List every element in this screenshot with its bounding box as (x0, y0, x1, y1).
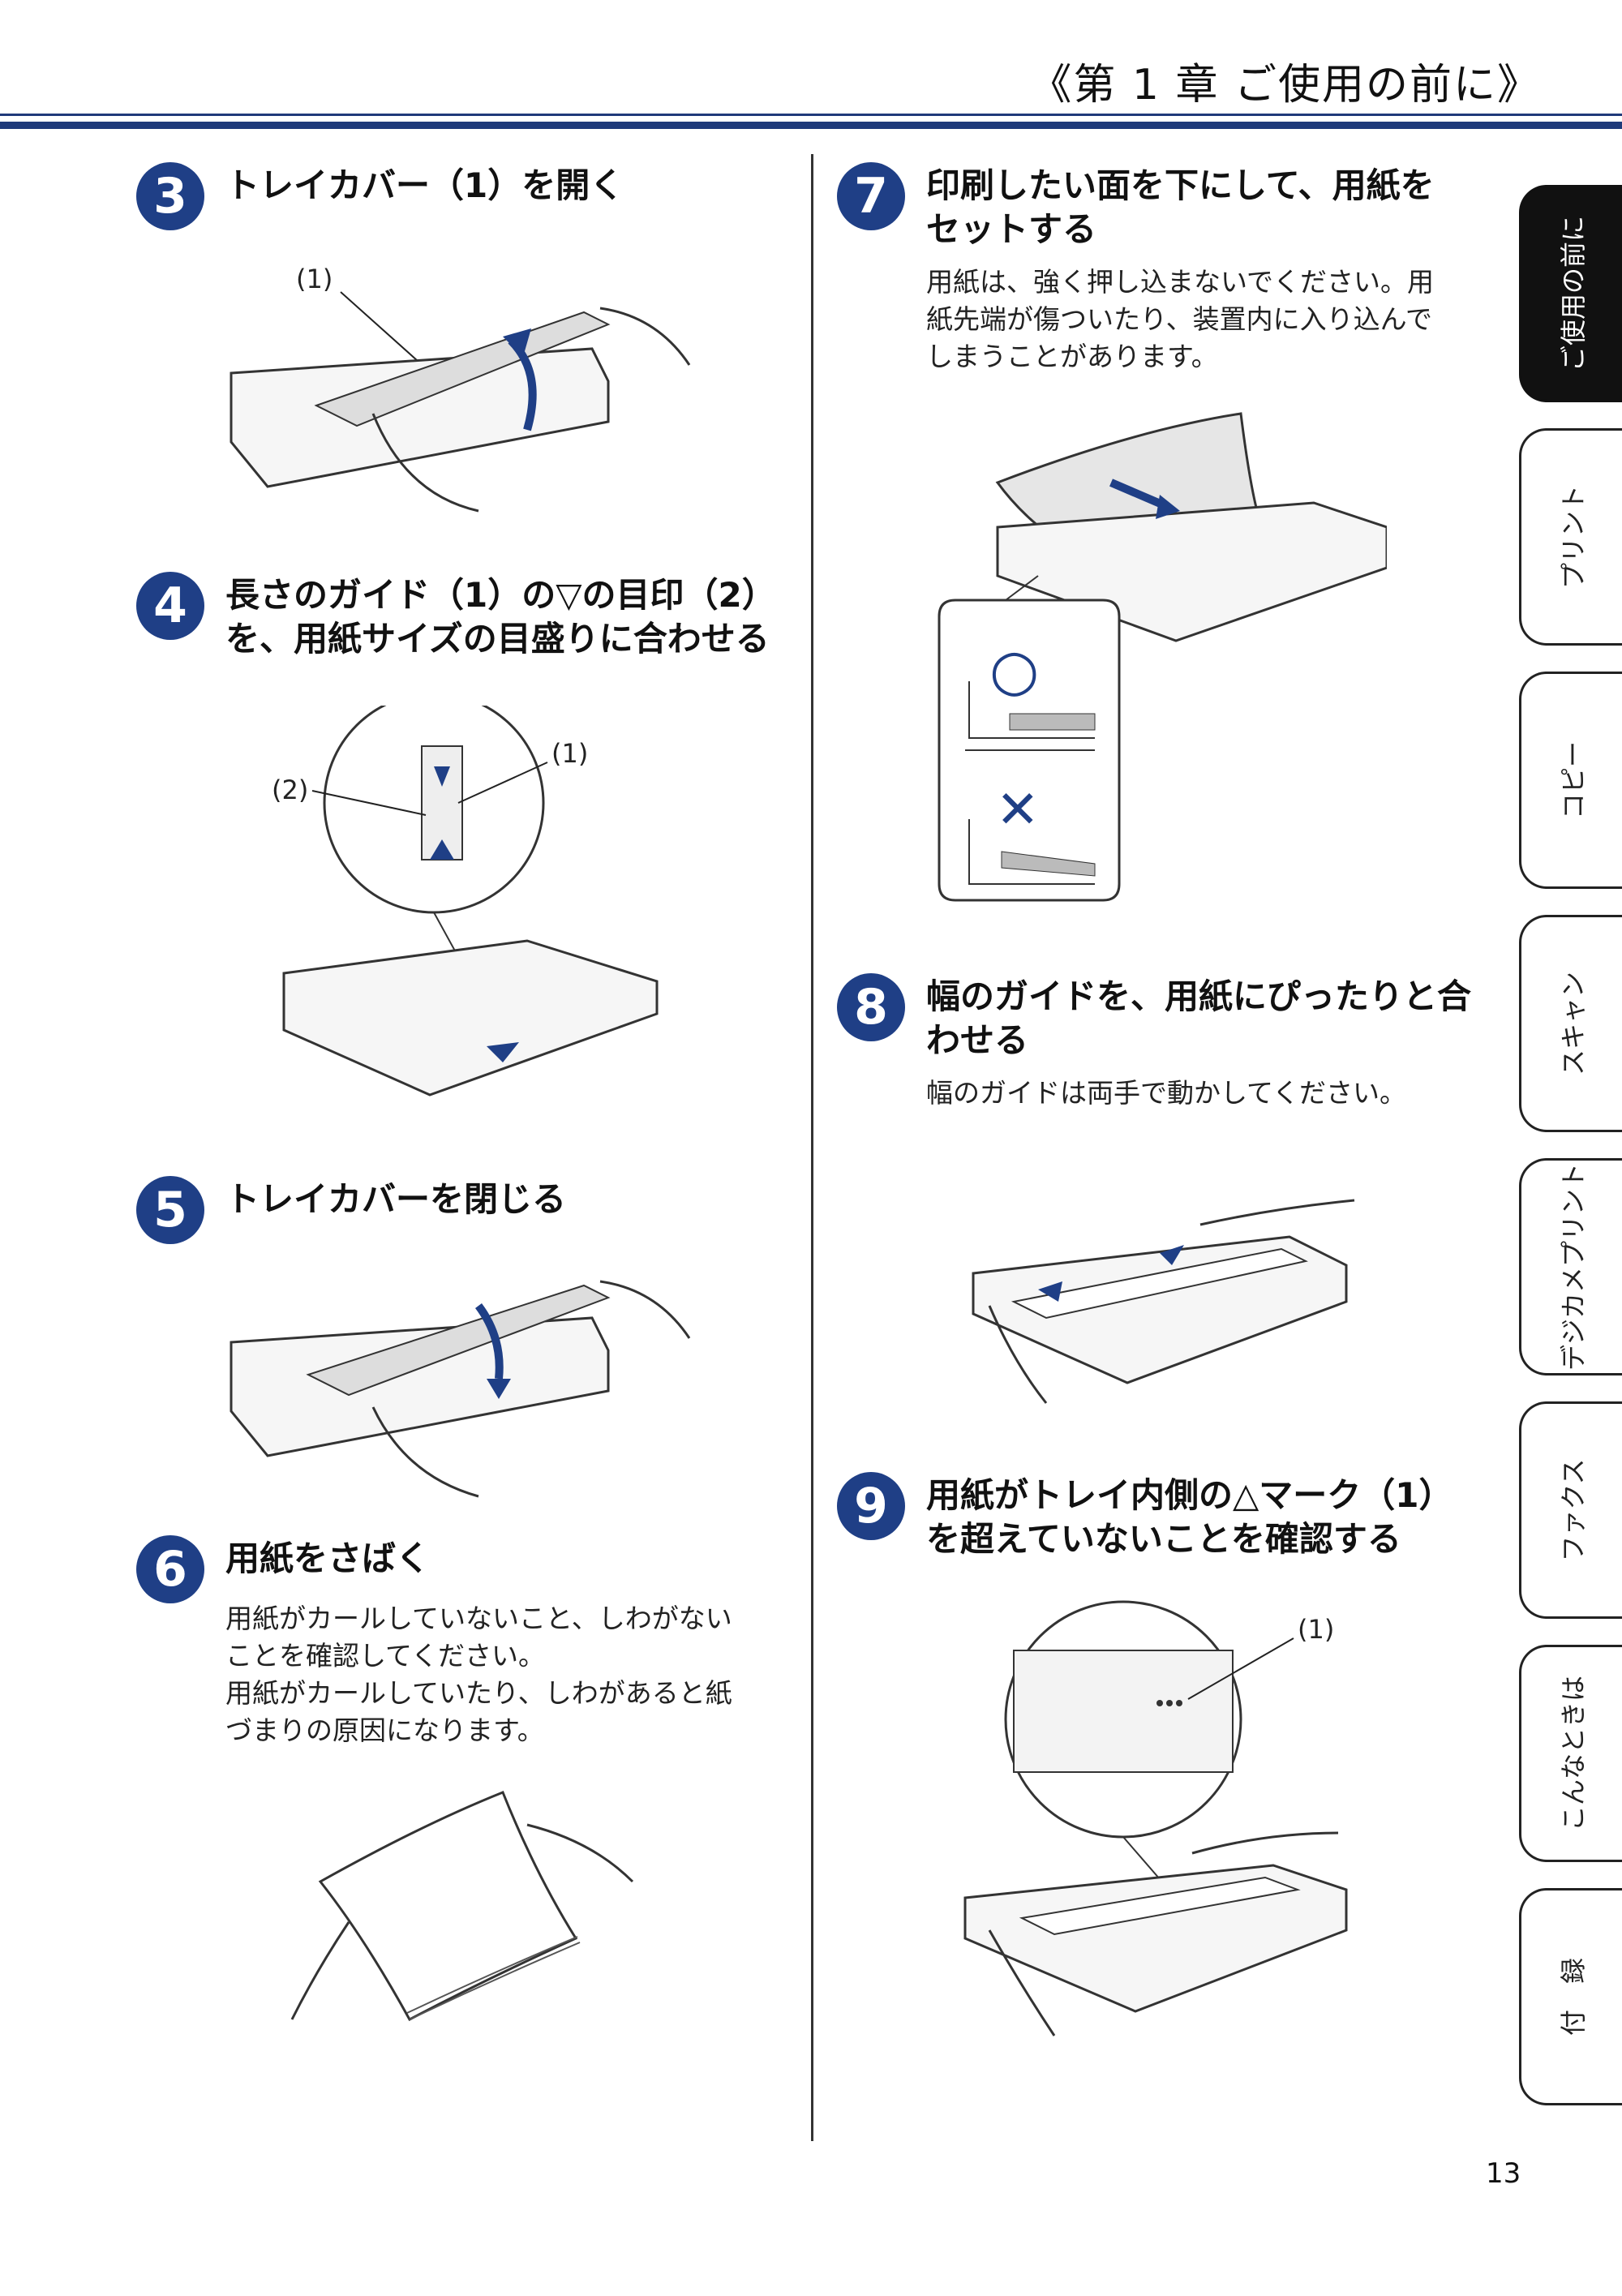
column-divider (811, 154, 813, 2141)
callout-2: (2) (272, 775, 308, 805)
step-number: 4 (136, 572, 204, 640)
step-body-line4: づまりの原因になります。 (225, 1714, 544, 1746)
step-3: 3 トレイカバー（1）を開く (136, 162, 785, 527)
step-body-line3: 用紙がカールしていたり、しわがあると紙 (225, 1677, 732, 1709)
figure-length-guide: (1) (2) (272, 706, 659, 1097)
header-rule-thin (0, 114, 1622, 116)
side-tab-label: 付 録 (1558, 1957, 1589, 2036)
step-title-line1: 印刷したい面を下にして、用紙を (926, 165, 1435, 205)
step-body: 用紙は、強く押し込まないでください。用 紙先端が傷ついたり、装置内に入り込んで … (926, 264, 1434, 376)
step-body-line2: ことを確認してください。 (225, 1640, 546, 1672)
step-4: 4 長さのガイド（1）の▽の目印（2） を、用紙サイズの目盛りに合わせる (136, 572, 801, 669)
side-tab-fax[interactable]: ファクス (1519, 1401, 1622, 1619)
step-title-line1: 長さのガイド（1）の▽の目印（2） (225, 575, 776, 615)
side-tab-print[interactable]: プリント (1519, 428, 1622, 646)
figure-width-guide (972, 1199, 1355, 1404)
step-8: 8 幅のガイドを、用紙にぴったりと合 わせる 幅のガイドは両手で動かしてください… (837, 973, 1502, 1135)
step-title: 用紙をさばく (225, 1539, 431, 1578)
step-number: 7 (837, 162, 905, 230)
figure-load-paper: ○ ✕ (938, 412, 1387, 902)
step-body-line1: 用紙がカールしていないこと、しわがない (225, 1603, 732, 1634)
step-title: トレイカバーを閉じる (225, 1179, 567, 1219)
side-tab-label: デジカメプリント (1558, 1162, 1589, 1371)
step-body-line1: 幅のガイドは両手で動かしてください。 (926, 1077, 1407, 1109)
step-9: 9 用紙がトレイ内側の△マーク（1） を超えていないことを確認する (837, 1472, 1502, 1577)
step-number: 6 (136, 1535, 204, 1603)
step-5: 5 トレイカバーを閉じる (136, 1176, 785, 1249)
step-number: 9 (837, 1472, 905, 1540)
step-title: 幅のガイドを、用紙にぴったりと合 わせる (926, 975, 1471, 1062)
page-number: 13 (1486, 2157, 1521, 2190)
step-number: 8 (837, 973, 905, 1041)
step-title-line2: わせる (926, 1020, 1029, 1060)
step-title-line1: 幅のガイドを、用紙にぴったりと合 (926, 976, 1472, 1016)
step-title-line2: を、用紙サイズの目盛りに合わせる (225, 619, 770, 659)
side-tab-label: こんなときは (1558, 1675, 1589, 1832)
step-7: 7 印刷したい面を下にして、用紙を セットする 用紙は、強く押し込まないでくださ… (837, 162, 1502, 373)
step-6: 6 用紙をさばく 用紙がカールしていないこと、しわがない ことを確認してください… (136, 1535, 801, 1746)
step-title: 用紙がトレイ内側の△マーク（1） を超えていないことを確認する (926, 1474, 1453, 1561)
side-tab-label: コピー (1558, 740, 1589, 820)
callout-1: (1) (1298, 1614, 1334, 1645)
step-title: トレイカバー（1）を開く (225, 165, 624, 205)
ok-mark: ○ (989, 637, 1039, 703)
step-title-line1: 用紙がトレイ内側の△マーク（1） (926, 1475, 1453, 1515)
step-body-line1: 用紙は、強く押し込まないでください。用 (926, 266, 1435, 298)
step-title-line2: を超えていないことを確認する (926, 1519, 1401, 1559)
side-tab-appendix[interactable]: 付 録 (1519, 1888, 1622, 2105)
figure-tray-cover-open: (1) (230, 264, 691, 513)
side-tab-label: プリント (1558, 484, 1589, 590)
callout-1: (1) (551, 738, 588, 769)
header-rule-thick (0, 122, 1622, 129)
side-tab-before-use[interactable]: ご使用の前に (1519, 185, 1622, 402)
step-title: 長さのガイド（1）の▽の目印（2） を、用紙サイズの目盛りに合わせる (225, 573, 776, 661)
side-tab-scan[interactable]: スキャン (1519, 915, 1622, 1132)
step-number: 3 (136, 162, 204, 230)
figure-paper-limit-mark: (1) (963, 1600, 1348, 2036)
step-body: 用紙がカールしていないこと、しわがない ことを確認してください。 用紙がカールし… (225, 1600, 732, 1749)
figure-tray-cover-close (230, 1280, 691, 1498)
ng-mark: ✕ (996, 780, 1040, 840)
step-number: 5 (136, 1176, 204, 1244)
callout-1: (1) (296, 264, 333, 294)
side-tab-label: ファクス (1558, 1458, 1589, 1562)
side-tab-photo-print[interactable]: デジカメプリント (1519, 1158, 1622, 1375)
step-title: 印刷したい面を下にして、用紙を セットする (926, 164, 1435, 251)
side-tab-copy[interactable]: コピー (1519, 672, 1622, 889)
step-body-line3: しまうことがあります。 (926, 341, 1218, 372)
step-title-line2: セットする (926, 209, 1097, 249)
side-tab-label: ご使用の前に (1558, 215, 1589, 372)
side-tab-label: スキャン (1558, 971, 1589, 1076)
side-tab-troubleshooting[interactable]: こんなときは (1519, 1645, 1622, 1862)
chapter-title: 《第 1 章 ご使用の前に》 (1029, 61, 1541, 109)
step-body: 幅のガイドは両手で動かしてください。 (926, 1075, 1406, 1112)
figure-fan-paper (290, 1791, 634, 2022)
step-body-line2: 紙先端が傷ついたり、装置内に入り込んで (926, 303, 1433, 335)
